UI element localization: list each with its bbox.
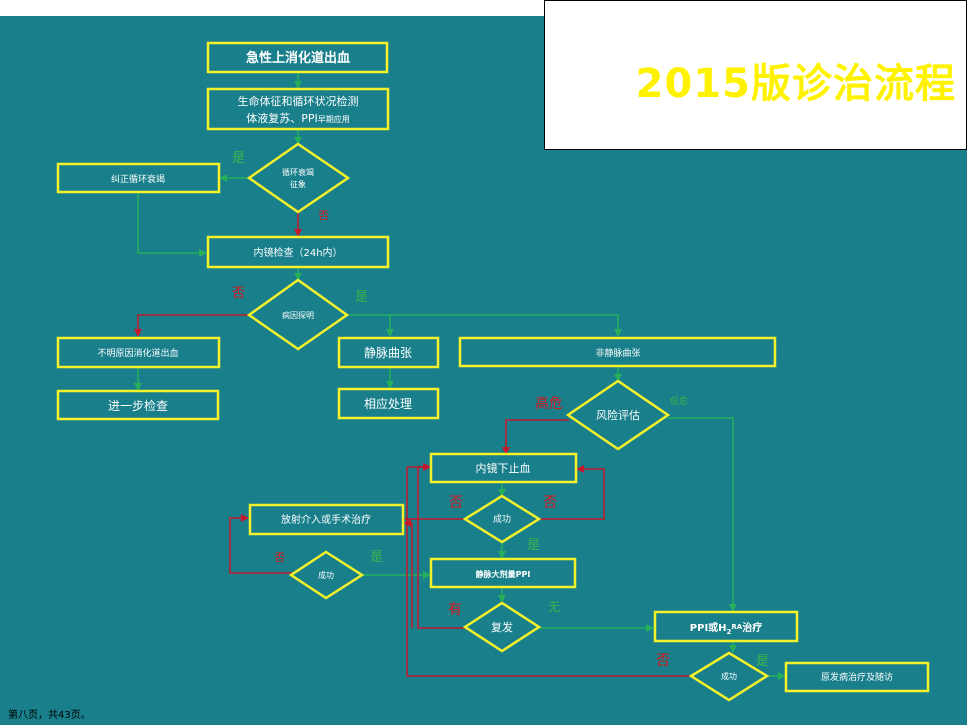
node-unknown-bleeding: 不明原因消化道出血: [56, 336, 221, 369]
edge-label-no-final: 否: [656, 653, 670, 669]
edge-label-has-relapse: 有: [448, 602, 462, 618]
node-endoscopy-label: 内镜检查（24h内）: [253, 246, 342, 259]
node-varices: 静脉曲张: [337, 336, 440, 369]
node-corresponding-label: 相应处理: [364, 396, 412, 411]
decision-final-success: 成功: [688, 651, 770, 702]
node-correct-circ-label: 纠正循环衰竭: [111, 173, 165, 185]
node-radiology: 放射介入或手术治疗: [248, 503, 405, 536]
edge-label-yes-final: 是: [756, 654, 769, 669]
title-box: 2015版诊治流程: [544, 0, 967, 150]
node-acute-bleeding: 急性上消化道出血: [206, 41, 389, 74]
edge-label-yes-radiology: 是: [370, 550, 383, 565]
slide-title: 2015版诊治流程: [635, 61, 956, 107]
edge-label-no-endo-right: 否: [543, 495, 557, 511]
node-primary-followup: 原发病治疗及随访: [784, 661, 930, 693]
node-acute-bleeding-label: 急性上消化道出血: [246, 50, 350, 66]
node-endo-hemostasis-label: 内镜下止血: [476, 461, 531, 475]
edge-label-yes-endo: 是: [527, 538, 540, 553]
node-varices-label: 静脉曲张: [364, 345, 412, 360]
edge-label-high-risk: 高危: [535, 395, 563, 412]
edge-label-no-endo-left: 否: [449, 495, 463, 511]
node-vitals-line2: 体液复苏、PPI早期应用: [246, 111, 350, 125]
node-ppi-h2ra-label: PPI或H2RA治疗: [690, 621, 762, 636]
decision-cause-clear: 病因探明: [246, 278, 350, 351]
connectors: [134, 72, 786, 680]
edge-label-yes-circ: 是: [232, 151, 245, 166]
decision-risk-eval-label: 风险评估: [596, 408, 640, 422]
node-radiology-label: 放射介入或手术治疗: [281, 513, 371, 526]
node-ppi-h2ra: PPI或H2RA治疗: [653, 610, 799, 643]
node-endo-hemostasis: 内镜下止血: [429, 452, 578, 484]
edge-label-no-cause: 否: [232, 286, 245, 301]
edge-label-no-circ: 否: [318, 209, 329, 222]
decision-cause-clear-label: 病因探明: [282, 310, 314, 320]
node-unknown-bleeding-label: 不明原因消化道出血: [97, 347, 178, 359]
decision-circ-failure: 循环衰竭 征象: [246, 142, 351, 214]
node-further-check-label: 进一步检查: [108, 398, 168, 413]
node-correct-circ: 纠正循环衰竭: [56, 162, 221, 194]
decision-endo-success: 成功: [462, 494, 542, 544]
node-corresponding: 相应处理: [337, 387, 440, 420]
flowchart: 是 否 否 是 高危 低危 否 否 是 否 是 有 无 否 是 急性上消化道出血…: [56, 41, 930, 702]
decision-circ-failure-line1: 循环衰竭: [282, 167, 314, 177]
decision-relapse: 复发: [462, 601, 542, 653]
decision-final-success-label: 成功: [721, 671, 737, 681]
node-high-dose-ppi-label: 静脉大剂量PPI: [476, 569, 531, 579]
decision-radiology-success: 成功: [288, 550, 365, 600]
edge-label-yes-cause: 是: [355, 290, 368, 305]
node-non-varices: 非静脉曲张: [458, 336, 777, 368]
node-primary-followup-label: 原发病治疗及随访: [821, 671, 893, 683]
decision-risk-eval: 风险评估: [565, 379, 671, 451]
decision-radiology-success-label: 成功: [318, 570, 334, 580]
decision-circ-failure-line2: 征象: [290, 179, 306, 189]
node-further-check: 进一步检查: [56, 389, 220, 421]
edge-label-no-radiology: 否: [274, 551, 285, 564]
node-non-varices-label: 非静脉曲张: [595, 347, 640, 359]
node-high-dose-ppi: 静脉大剂量PPI: [429, 557, 577, 589]
node-endoscopy: 内镜检查（24h内）: [206, 235, 390, 269]
edge-label-no-relapse: 无: [548, 600, 560, 614]
edge-label-low-risk: 低危: [670, 395, 688, 407]
node-vitals: 生命体征和循环状况检测 体液复苏、PPI早期应用: [206, 87, 390, 131]
node-vitals-line1: 生命体征和循环状况检测: [238, 94, 359, 108]
decision-relapse-label: 复发: [491, 620, 513, 634]
page-footer: 第八页，共43页。: [8, 710, 91, 721]
decision-endo-success-label: 成功: [493, 513, 511, 525]
